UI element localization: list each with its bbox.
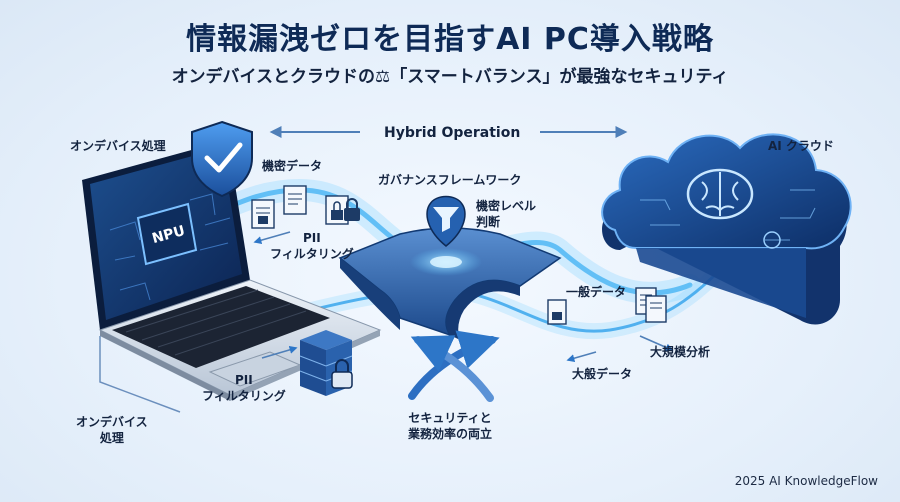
on-device-bracket — [99, 336, 181, 413]
brain-icon — [686, 168, 754, 220]
page-title: 情報漏洩ゼロを目指すAI PC導入戦略 — [186, 22, 714, 57]
document-icon — [547, 287, 667, 325]
npu-chip — [136, 202, 198, 266]
pii-top-arrow — [253, 231, 291, 245]
page-subtitle: オンデバイスとクラウドの⚖「スマートバランス」が最強なセキュリティ — [171, 67, 729, 87]
confidential-icons — [251, 185, 360, 229]
database-lock-icon — [299, 330, 353, 396]
footer-credit: 2025 AI KnowledgeFlow — [734, 474, 878, 488]
label-large-analysis: 大規模分析 — [650, 345, 711, 359]
label-general-data: 一般データ — [566, 285, 627, 299]
label-confidential-data: 機密データ — [262, 159, 323, 173]
label-pii-filter-top: PII フィルタリング — [270, 231, 354, 262]
governance-hub — [338, 227, 562, 340]
label-on-device-bottom: オンデバイス 処理 — [76, 415, 148, 446]
laptop — [82, 140, 382, 401]
label-bulk-data: 大般データ — [572, 367, 633, 381]
bulk-data-arrow — [566, 351, 597, 363]
label-on-device-top: オンデバイス処理 — [70, 139, 166, 153]
label-balance: セキュリティと 業務効率の両立 — [408, 411, 493, 442]
filter-icon — [426, 195, 466, 247]
large-analysis-arrow — [639, 335, 674, 352]
label-classification: 機密レベル 判断 — [476, 199, 537, 230]
pii-bottom-arrow — [261, 345, 298, 359]
shield-check-icon — [191, 120, 253, 198]
cross-arrows-icon — [408, 330, 500, 402]
lock-icon — [344, 198, 360, 221]
label-hybrid-operation: Hybrid Operation — [384, 125, 521, 141]
ai-cloud — [601, 133, 852, 325]
label-pii-filter-bottom: PII フィルタリング — [202, 373, 286, 404]
label-governance-framework: ガバナンスフレームワーク — [378, 173, 522, 187]
label-ai-cloud: AI クラウド — [768, 139, 834, 153]
